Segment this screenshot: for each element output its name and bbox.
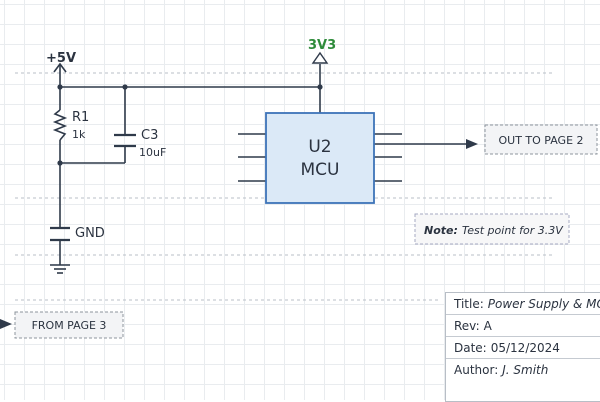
u2-pins — [238, 133, 402, 182]
title-block-title-row: Title: Power Supply & MCU — [446, 293, 600, 315]
out-port-label: OUT TO PAGE 2 — [498, 134, 583, 147]
note-body: Test point for 3.3V — [462, 224, 564, 237]
gnd-capacitor-symbol — [50, 226, 70, 242]
title-block: Title: Power Supply & MCU Rev: A Date: 0… — [445, 292, 600, 402]
r1-resistor-symbol — [52, 109, 68, 141]
out-port-connector[interactable] — [484, 124, 598, 155]
note-label: Note: — [424, 224, 458, 237]
title-block-date-row: Date: 05/12/2024 — [446, 337, 600, 359]
author-value: J. Smith — [502, 363, 549, 377]
u2-ref-label: U2 — [308, 137, 331, 157]
in-arrow-icon — [0, 319, 12, 329]
u2-name-label: MCU — [301, 160, 340, 180]
note-box — [414, 213, 570, 245]
in-port-label: FROM PAGE 3 — [32, 319, 107, 332]
gnd-label: GND — [75, 226, 105, 241]
rev-value: A — [483, 318, 492, 333]
ground-icon — [50, 264, 70, 274]
u2-mcu-chip[interactable] — [265, 112, 375, 204]
c3-capacitor-symbol — [114, 133, 136, 148]
author-key: Author: — [454, 363, 499, 377]
note-text: Note: Test point for 3.3V — [424, 224, 564, 237]
in-port-connector[interactable] — [14, 311, 124, 339]
r1-ref-label: R1 — [72, 110, 89, 125]
v33-label: 3V3 — [308, 38, 336, 53]
v33-power-symbol — [311, 51, 329, 64]
c3-value-label: 10uF — [139, 146, 166, 159]
r1-value-label: 1k — [72, 128, 86, 141]
c3-ref-label: C3 — [141, 128, 158, 143]
date-value: 05/12/2024 — [490, 340, 560, 355]
title-key: Title: — [454, 296, 484, 311]
vcc-label: +5V — [46, 51, 76, 66]
title-value: Power Supply & MCU — [487, 296, 600, 311]
title-block-rev-row: Rev: A — [446, 315, 600, 337]
rev-key: Rev: — [454, 318, 480, 333]
out-arrow-icon — [466, 139, 478, 149]
wires — [59, 64, 468, 265]
title-block-author-row: Author: J. Smith — [446, 359, 600, 381]
junctions — [57, 84, 323, 166]
date-key: Date: — [454, 340, 487, 355]
